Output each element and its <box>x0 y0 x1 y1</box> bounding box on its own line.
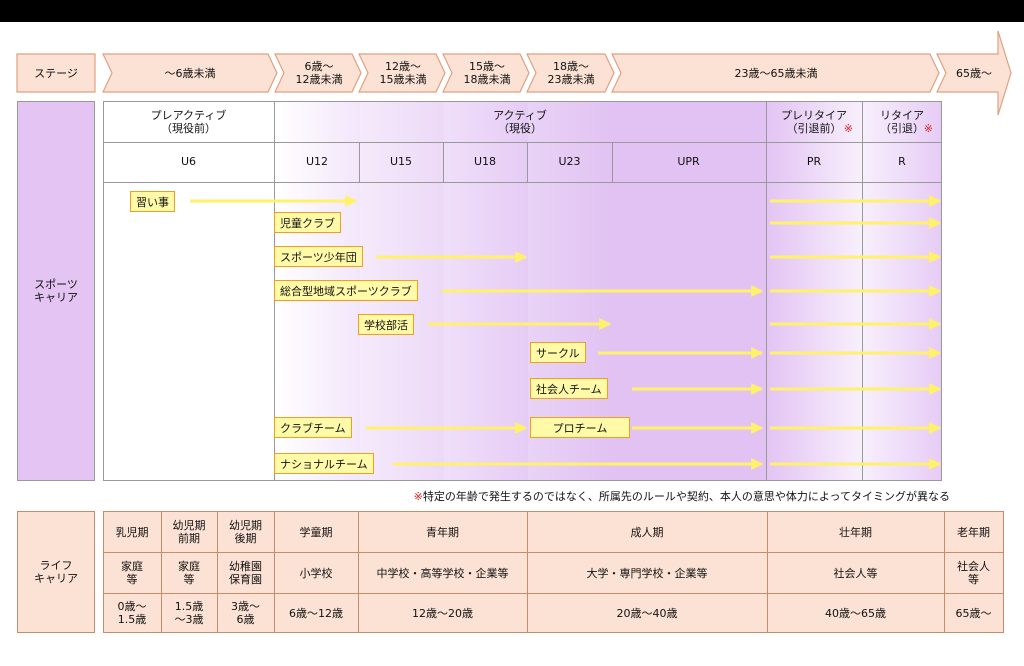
category-u6: U6 <box>180 155 197 168</box>
life-period: 青年期 <box>426 525 459 539</box>
life-place: 家庭 等 <box>178 560 200 586</box>
stage-label: ステージ <box>34 66 78 80</box>
stage-arrow-4 <box>442 53 530 93</box>
category-r: R <box>898 155 906 168</box>
life-place: 社会人 等 <box>957 560 990 586</box>
stage-segment: ～6歳未満 <box>164 66 216 80</box>
life-place: 大学・専門学校・企業等 <box>586 566 708 580</box>
activity-club-team: クラブチーム <box>274 417 352 438</box>
activity-childrens-club: 児童クラブ <box>274 212 341 233</box>
category-u15: U15 <box>389 155 413 168</box>
activity-community-sports-club: 総合型地域スポーツクラブ <box>274 280 418 301</box>
life-period: 幼児期 後期 <box>229 519 262 545</box>
stage-arrow-2 <box>274 53 362 93</box>
phase-preactive: プレアクティブ （現役前） <box>150 108 227 135</box>
life-age: 3歳～ 6歳 <box>231 600 260 626</box>
activity-pro-team: プロチーム <box>530 417 630 438</box>
activity-national-team: ナショナルチーム <box>274 453 374 474</box>
note-mark: ※ <box>413 490 423 503</box>
note-mark: ※ <box>923 122 933 135</box>
stage-segment: 6歳～ 12歳未満 <box>295 60 343 86</box>
life-place: 幼稚園 保育園 <box>229 560 262 586</box>
life-period: 学童期 <box>299 525 333 539</box>
category-pr: PR <box>806 155 822 168</box>
life-age: 0歳～ 1.5歳 <box>117 600 147 626</box>
life-age: 12歳～20歳 <box>412 606 473 620</box>
life-age: 1.5歳 ～3歳 <box>174 600 204 626</box>
stage-segment: 12歳～ 15歳未満 <box>379 60 427 86</box>
life-career-label: ライフ キャリア <box>17 511 95 633</box>
stage-arrow-7 <box>936 30 1012 116</box>
life-place: 小学校 <box>299 566 333 580</box>
activity-corporate-team: 社会人チーム <box>530 378 608 399</box>
life-period: 成人期 <box>630 525 664 539</box>
category-u18: U18 <box>473 155 497 168</box>
activity-youth-sports-group: スポーツ少年団 <box>274 246 363 267</box>
life-career-grid <box>103 511 1004 633</box>
activity-school-club: 学校部活 <box>358 314 414 335</box>
stage-segment: 23歳～65歳未満 <box>734 66 818 80</box>
category-u23: U23 <box>558 155 581 168</box>
life-place: 家庭 等 <box>121 560 143 586</box>
stage-arrow-1 <box>102 53 278 93</box>
life-period: 壮年期 <box>839 525 872 539</box>
top-black-bar <box>0 0 1024 22</box>
life-period: 幼児期 前期 <box>172 519 206 545</box>
life-place: 中学校・高等学校・企業等 <box>376 566 509 580</box>
stage-segment: 65歳～ <box>956 66 992 80</box>
sports-career-label: スポーツ キャリア <box>17 101 95 481</box>
life-period: 老年期 <box>957 525 990 539</box>
footnote: ※特定の年齢で発生するのではなく、所属先のルールや契約、本人の意思や体力によって… <box>413 490 950 503</box>
phase-active: アクティブ （現役） <box>493 108 547 135</box>
phase-retire: リタイア （引退） ※ <box>880 108 933 136</box>
life-period: 乳児期 <box>115 525 149 539</box>
activity-lessons: 習い事 <box>130 191 175 212</box>
life-age: 6歳～12歳 <box>289 606 343 620</box>
category-u12: U12 <box>305 155 329 168</box>
stage-arrow-5 <box>526 53 615 93</box>
stage-arrow-3 <box>358 53 446 93</box>
note-mark: ※ <box>843 122 853 135</box>
life-place: 社会人等 <box>833 566 878 580</box>
activity-circle: サークル <box>530 342 586 363</box>
life-age: 40歳～65歳 <box>825 606 886 620</box>
category-upr: UPR <box>677 155 700 168</box>
life-age: 65歳～ <box>955 606 992 620</box>
stage-segment: 15歳～ 18歳未満 <box>463 60 511 86</box>
life-age: 20歳～40歳 <box>616 606 678 620</box>
stage-arrow-6 <box>611 53 940 93</box>
stage-segment: 18歳～ 23歳未満 <box>547 60 595 86</box>
phase-preretire: プレリタイア （引退前） ※ <box>781 108 853 136</box>
